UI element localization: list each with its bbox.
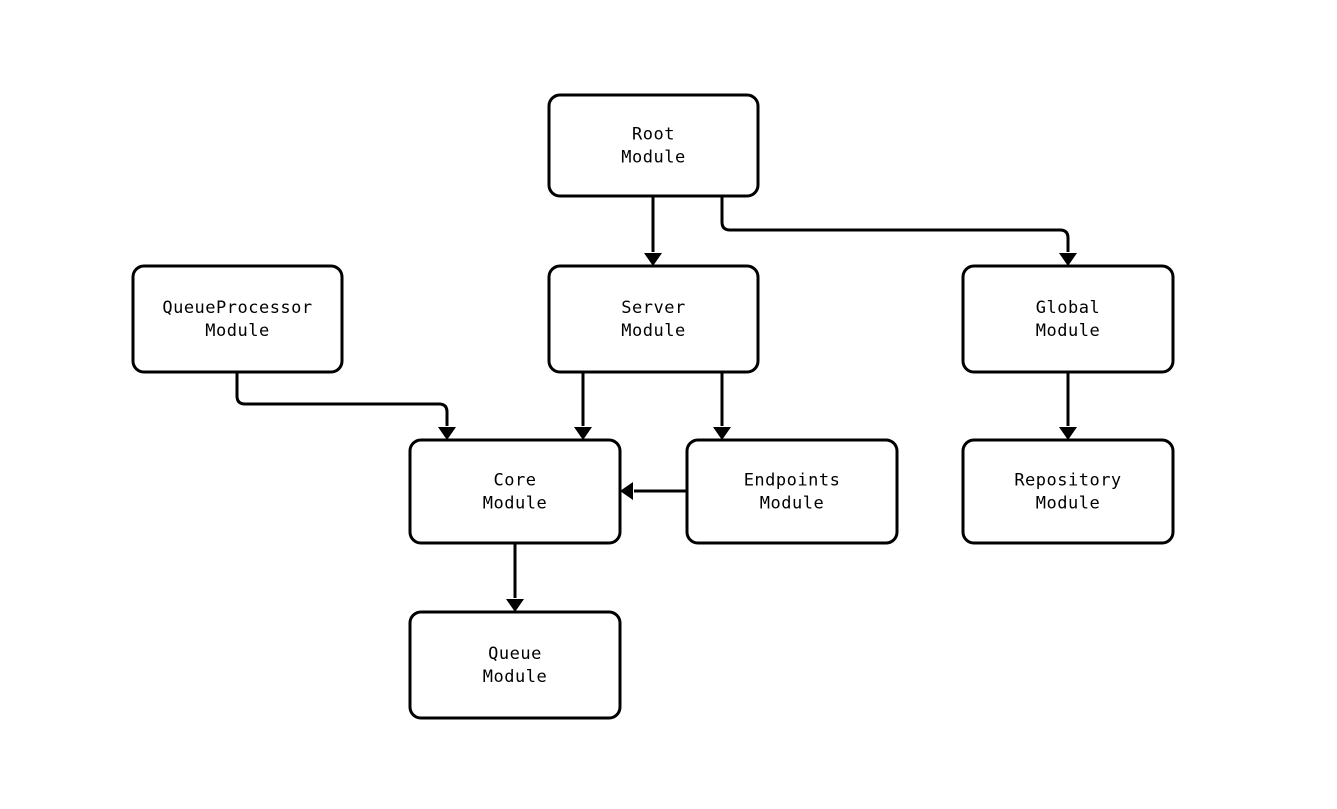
nodes-layer: RootModuleQueueProcessorModuleServerModu… xyxy=(131,93,1175,720)
node-label-line1: Global xyxy=(1036,298,1100,318)
edge-root-to-global xyxy=(720,196,1077,266)
edges-layer xyxy=(235,196,1077,612)
edge-endpoints-to-core xyxy=(620,482,687,500)
edge-line xyxy=(720,196,1070,252)
node-label-line2: Module xyxy=(205,321,269,341)
arrowhead-icon xyxy=(620,482,633,500)
node-box-queueprocessor[interactable] xyxy=(131,264,344,374)
arrowhead-icon xyxy=(1059,427,1077,440)
arrowhead-icon xyxy=(644,253,662,266)
node-label-line2: Module xyxy=(1036,321,1100,341)
node-label-line1: Core xyxy=(494,471,537,491)
node-label-line2: Module xyxy=(1036,494,1100,514)
node-box-queue[interactable] xyxy=(408,610,622,720)
node-label-line1: Server xyxy=(621,298,685,318)
edge-core-to-queue xyxy=(506,543,524,612)
node-box-global[interactable] xyxy=(961,264,1175,374)
node-box-repository[interactable] xyxy=(961,438,1175,545)
node-label-line2: Module xyxy=(760,494,824,514)
node-label-line2: Module xyxy=(621,321,685,341)
node-label-line2: Module xyxy=(483,667,547,687)
arrowhead-icon xyxy=(713,427,731,440)
node-label-line1: Endpoints xyxy=(744,471,841,491)
edge-root-to-server xyxy=(644,196,662,266)
arrowhead-icon xyxy=(506,599,524,612)
node-label-line2: Module xyxy=(621,148,685,168)
edge-server-to-endpoints xyxy=(713,372,731,440)
edge-line xyxy=(235,372,449,426)
arrowhead-icon xyxy=(438,427,456,440)
edge-server-to-core xyxy=(574,372,592,440)
node-box-core[interactable] xyxy=(408,438,622,545)
node-box-endpoints[interactable] xyxy=(685,438,899,545)
node-label-line1: QueueProcessor xyxy=(162,298,312,318)
node-label-line1: Repository xyxy=(1014,471,1121,491)
arrowhead-icon xyxy=(1059,253,1077,266)
edge-queueprocessor-to-core xyxy=(235,372,456,440)
arrowhead-icon xyxy=(574,427,592,440)
node-label-line2: Module xyxy=(483,494,547,514)
edge-global-to-repository xyxy=(1059,372,1077,440)
node-label-line1: Root xyxy=(632,125,675,145)
node-box-server[interactable] xyxy=(547,264,760,374)
node-box-root[interactable] xyxy=(547,93,760,198)
node-label-line1: Queue xyxy=(488,644,542,664)
